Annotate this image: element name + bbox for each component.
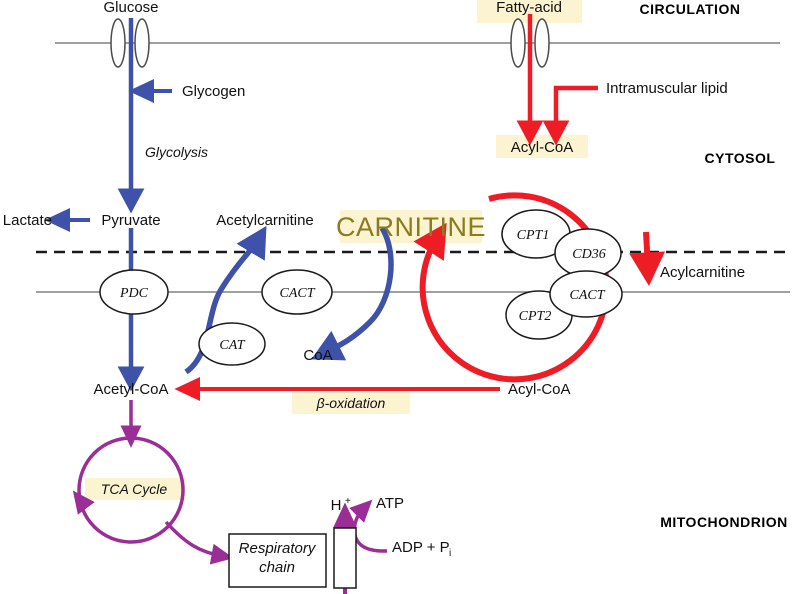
atp-synthase-channel[interactable] [333,527,357,589]
metabolite-label-intramuscular-lipid: Intramuscular lipid [606,80,728,97]
enzyme-oval-cact-mitochondrial[interactable]: CACT [549,270,623,318]
process-label-beta-oxidation: β-oxidation [316,395,386,411]
process-label-glycolysis: Glycolysis [145,144,208,160]
fatty-acid-transporter-pore [510,18,550,68]
metabolite-label-acetyl-coa: Acetyl-CoA [93,381,168,398]
metabolite-label-acyl-coa-cytosol: Acyl-CoA [511,139,574,156]
glucose-transporter-pore [110,18,150,68]
atp-synthase-channel-box [333,527,357,589]
tca-cycle-highlight [85,478,185,500]
enzyme-label-cpt2: CPT2 [519,309,552,324]
metabolite-label-coa: CoA [303,347,332,364]
proton-superscript: + [345,496,351,507]
enzyme-oval-cat[interactable]: CAT [198,322,266,366]
metabolite-label-atp: ATP [376,495,404,512]
respiratory-chain-label-line2: chain [259,559,295,576]
carnitine-highlight [340,210,482,243]
enzyme-oval-pdc[interactable]: PDC [99,269,169,315]
tca-cycle-circle [77,436,185,544]
beta-oxidation-highlight [292,392,410,414]
proton-base: H [331,497,342,514]
enzyme-label-cact-1: CACT [279,286,315,301]
metabolite-label-glycogen: Glycogen [182,83,245,100]
fatty-acid-arrows [174,14,666,401]
metabolite-label-acetylcarnitine: Acetylcarnitine [216,212,314,229]
metabolite-label-pyruvate: Pyruvate [101,212,160,229]
compartment-label-mitochondrion: MITOCHONDRION [660,514,788,530]
tca-cycle-direction-arrow [72,490,95,515]
fatty-acid-highlight [477,0,582,23]
respiratory-chain-label-line1: Respiratory [239,540,317,557]
metabolite-label-proton: H + [331,496,351,514]
respiratory-chain-complex[interactable]: Respiratory chain [228,533,327,588]
acylcarnitine-entry-arrow [629,231,666,286]
compartment-label-circulation: CIRCULATION [640,1,741,17]
enzyme-complexes: PDC CACT CAT CPT2 CPT1 CD36 CACT [99,209,623,366]
enzyme-label-pdc: PDC [119,286,149,301]
respiratory-chain-box [228,533,327,588]
metabolite-label-glucose: Glucose [103,0,158,16]
metabolite-label-acyl-coa-matrix: Acyl-CoA [508,381,571,398]
metabolite-label-lactate: Lactate [3,212,52,229]
enzyme-label-cact-2: CACT [569,288,605,303]
adp-pi-base: ADP + P [392,539,450,556]
acetylcoa-to-acetylcarnitine-curve [184,225,267,375]
enzyme-label-cat: CAT [219,338,245,353]
metabolite-label-adp-pi: ADP + P i [392,539,451,559]
carnitine-to-coa-curve [311,226,394,361]
tca-to-respiratory-chain-arrow [164,520,234,565]
metabolite-label-fatty-acid: Fatty-acid [496,0,562,16]
adp-to-atp-arrow [349,499,388,553]
metabolite-label-carnitine: CARNITINE [336,212,486,242]
enzyme-oval-cd36[interactable]: CD36 [554,228,622,278]
carnitine-shuttle-circle-arrow [413,192,610,383]
adp-pi-subscript: i [449,548,451,559]
enzyme-label-cd36: CD36 [572,247,605,262]
enzyme-oval-cact-cytosolic[interactable]: CACT [261,269,333,315]
intramuscular-lipid-arrow [542,85,598,146]
compartment-label-cytosol: CYTOSOL [705,150,776,166]
enzyme-label-cpt1: CPT1 [517,228,550,243]
process-label-tca-cycle: TCA Cycle [101,481,168,497]
metabolite-label-acylcarnitine: Acylcarnitine [660,264,745,281]
